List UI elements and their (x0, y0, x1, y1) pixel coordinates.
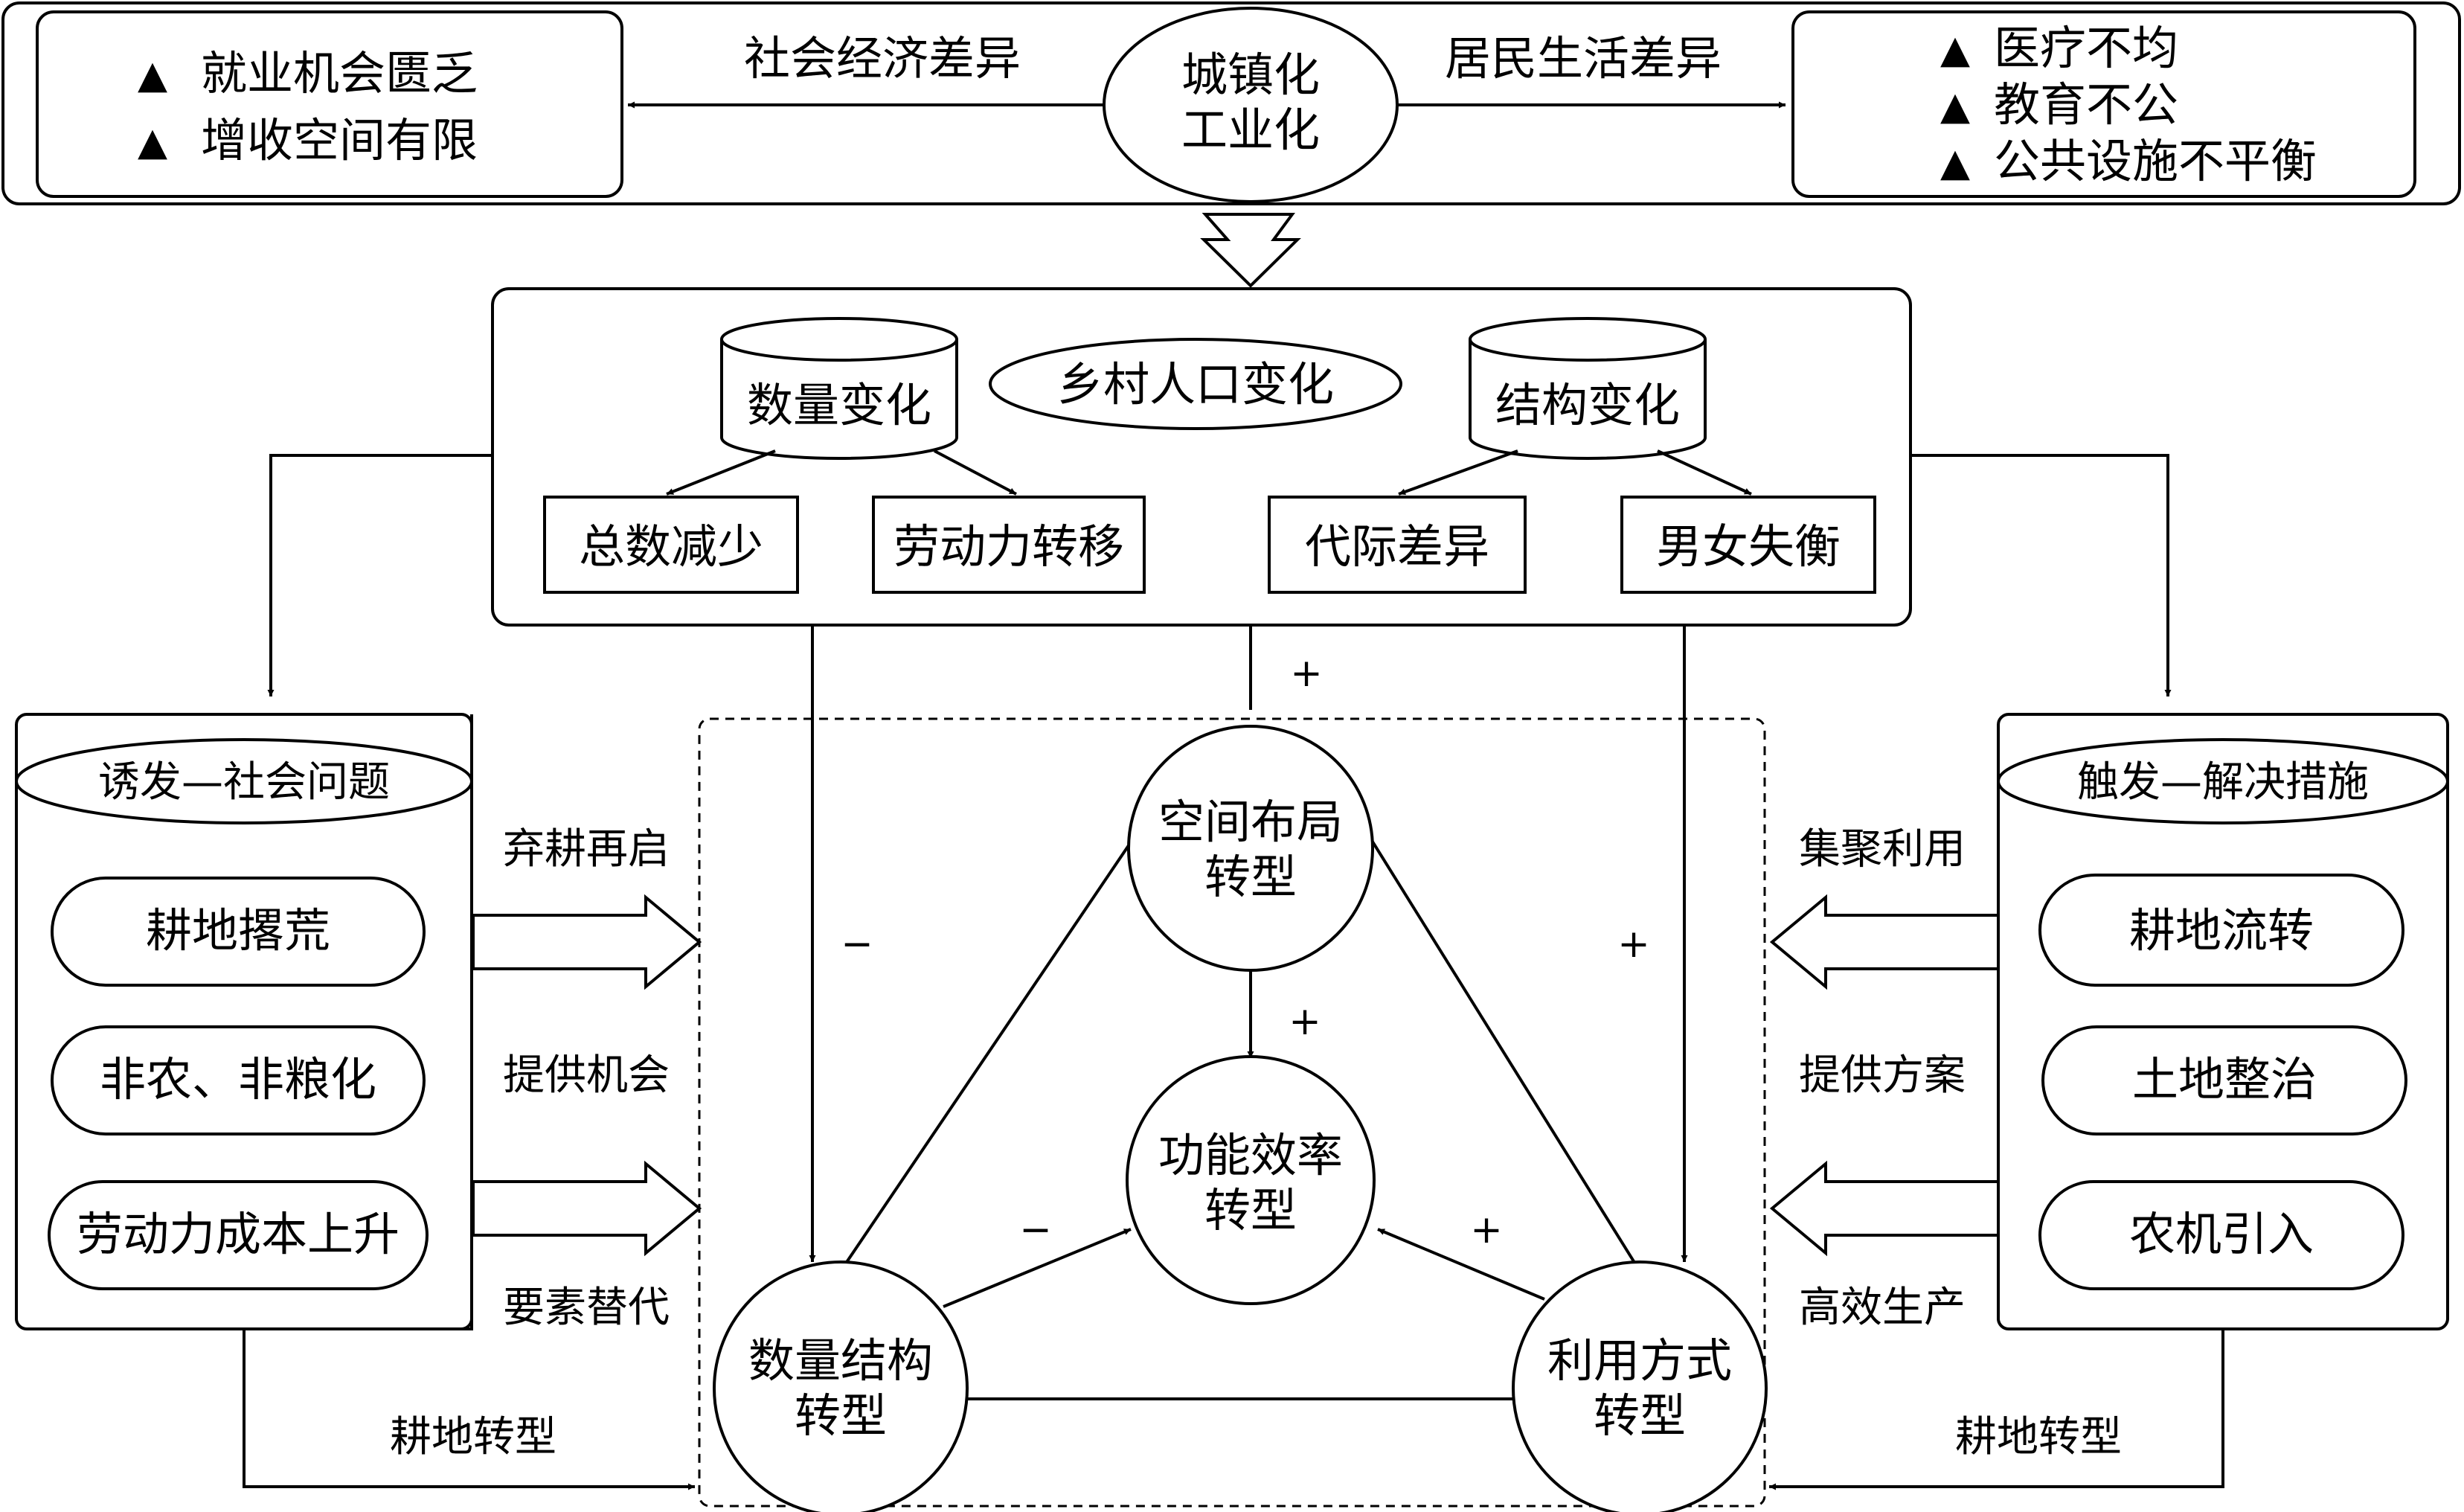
block-arrow-icon (472, 894, 702, 990)
left-bottom-arrow (243, 1329, 695, 1490)
right-panel: 触发—解决措施 耕地流转 土地整治 农机引入 (1997, 713, 2449, 1330)
efficient-production-label: 高效生产 (1799, 1284, 1966, 1332)
bullet-icon: ▲ (138, 53, 167, 97)
right-cropland-transition-label: 耕地转型 (1955, 1413, 2122, 1461)
function-efficiency-label-2: 转型 (1204, 1183, 1297, 1237)
bullet-icon: ▲ (138, 120, 167, 164)
employment-item-2: 增收空间有限 (201, 113, 478, 167)
spatial-layout-node (1127, 725, 1374, 972)
total-decrease-box (543, 496, 799, 594)
to-right-panel-arrow (1910, 454, 2172, 696)
top-band: ▲ 就业机会匮乏 ▲ 增收空间有限 ▲ 医疗不均 ▲ 教育不公 ▲ 公共设施不平… (1, 1, 2461, 205)
quantity-to-function-arrow (943, 1228, 1132, 1308)
population-change-title: 乡村人口变化 (1057, 357, 1334, 411)
transfer-pill (2038, 874, 2404, 987)
gender-imbalance-label: 男女失衡 (1656, 519, 1841, 574)
right-panel-title-oval (1997, 738, 2449, 824)
block-arrow-icon (472, 1160, 702, 1257)
quantity-structure-label: 数量结构 (748, 1333, 933, 1388)
lightning-arrow-icon (1200, 213, 1301, 288)
quantity-change-cylinder: 数量变化 (720, 317, 958, 460)
utilization-mode-label-2: 转型 (1594, 1388, 1686, 1443)
industrialization-label: 工业化 (1181, 103, 1320, 157)
branch-arrow (1657, 449, 1752, 496)
machinery-pill (2038, 1180, 2404, 1290)
structure-change-cylinder: 结构变化 (1469, 317, 1707, 460)
function-efficiency-node (1126, 1055, 1376, 1305)
abandonment-label: 耕地撂荒 (146, 903, 330, 958)
restart-label: 弃耕再启 (503, 825, 670, 874)
branch-arrow (666, 449, 776, 496)
branch-arrow (1398, 449, 1518, 496)
bullet-icon: ▲ (1940, 141, 1970, 185)
labor-cost-label: 劳动力成本上升 (77, 1207, 400, 1261)
right-panel-title: 触发—解决措施 (2077, 758, 2369, 807)
right-bottom-arrow (1769, 1329, 2224, 1490)
edge-spatial-quantity (839, 832, 1138, 1272)
urbanization-label: 城镇化 (1181, 48, 1320, 102)
utilization-input-sign: + (1617, 922, 1650, 967)
bullet-icon: ▲ (1940, 28, 1970, 72)
aggregation-label: 集聚利用 (1799, 825, 1966, 874)
labor-transfer-box (872, 496, 1146, 594)
provide-opportunity-label: 提供机会 (503, 1051, 670, 1100)
living-diff-label: 居民生活差异 (1445, 31, 1722, 86)
to-left-panel-arrow (267, 454, 493, 696)
living-item-1: 医疗不均 (1994, 21, 2178, 75)
transfer-label: 耕地流转 (2129, 903, 2314, 958)
quantity-input-sign: − (841, 922, 873, 967)
gender-imbalance-box (1620, 496, 1876, 594)
land-consolidation-label: 土地整治 (2132, 1052, 2317, 1106)
left-panel-title-oval (15, 738, 473, 824)
quantity-function-sign: − (1019, 1208, 1052, 1252)
non-grain-pill (51, 1025, 426, 1135)
spatial-layout-label-2: 转型 (1204, 850, 1297, 904)
labor-cost-pill (48, 1180, 429, 1290)
block-arrow-icon (1769, 894, 2000, 990)
non-grain-label: 非农、非粮化 (100, 1052, 376, 1106)
left-panel-title: 诱发—社会问题 (98, 758, 390, 807)
living-item-3: 公共设施不平衡 (1994, 134, 2317, 188)
utilization-mode-node (1512, 1260, 1768, 1512)
living-item-2: 教育不公 (1994, 77, 2178, 132)
transition-triangle: + − + + − + 空间布局 转型 功能效率 转型 数量结构 转型 利用方式… (713, 627, 1768, 1512)
branch-arrow (934, 449, 1017, 496)
quantity-structure-node (713, 1260, 969, 1512)
cropland-transition-frame (698, 717, 1766, 1508)
total-decrease-label: 总数减少 (579, 519, 763, 574)
center-input-sign: + (1290, 651, 1323, 696)
land-consolidation-pill (2041, 1025, 2407, 1135)
function-efficiency-label: 功能效率 (1158, 1128, 1343, 1182)
population-change-section: 数量变化 结构变化 乡村人口变化 总数减少 劳动力转移 代际差异 男女失衡 (491, 287, 1912, 627)
spatial-layout-label: 空间布局 (1158, 795, 1343, 849)
left-cropland-transition-label: 耕地转型 (390, 1413, 556, 1461)
quantity-structure-label-2: 转型 (795, 1388, 887, 1443)
spatial-function-sign: + (1289, 999, 1321, 1044)
left-block-arrows: 弃耕再启 提供机会 要素替代 (472, 825, 702, 1332)
edge-spatial-utilization (1366, 832, 1641, 1272)
employment-item-1: 就业机会匮乏 (201, 46, 478, 100)
structure-change-label: 结构变化 (1495, 378, 1680, 432)
left-panel: 诱发—社会问题 耕地撂荒 非农、非粮化 劳动力成本上升 (15, 713, 473, 1330)
socioeconomic-diff-label: 社会经济差异 (744, 31, 1021, 86)
generational-diff-label: 代际差异 (1305, 519, 1489, 574)
generational-diff-box (1268, 496, 1527, 594)
utilization-function-sign: + (1470, 1208, 1503, 1252)
labor-transfer-label: 劳动力转移 (893, 519, 1124, 574)
quantity-change-label: 数量变化 (747, 378, 931, 432)
factor-substitution-label: 要素替代 (503, 1284, 670, 1332)
urbanization-node (1103, 7, 1399, 203)
living-issues-box (1791, 10, 2416, 198)
abandonment-pill (51, 877, 426, 987)
utilization-to-function-arrow (1377, 1228, 1545, 1301)
bullet-icon: ▲ (1940, 84, 1970, 129)
block-arrow-icon (1769, 1160, 2000, 1257)
utilization-mode-label: 利用方式 (1547, 1333, 1732, 1388)
provide-solution-label: 提供方案 (1799, 1051, 1966, 1100)
machinery-label: 农机引入 (2129, 1207, 2314, 1261)
employment-issues-box (36, 10, 623, 198)
right-block-arrows: 集聚利用 提供方案 高效生产 (1769, 825, 2000, 1332)
population-change-title-oval (989, 338, 1402, 430)
